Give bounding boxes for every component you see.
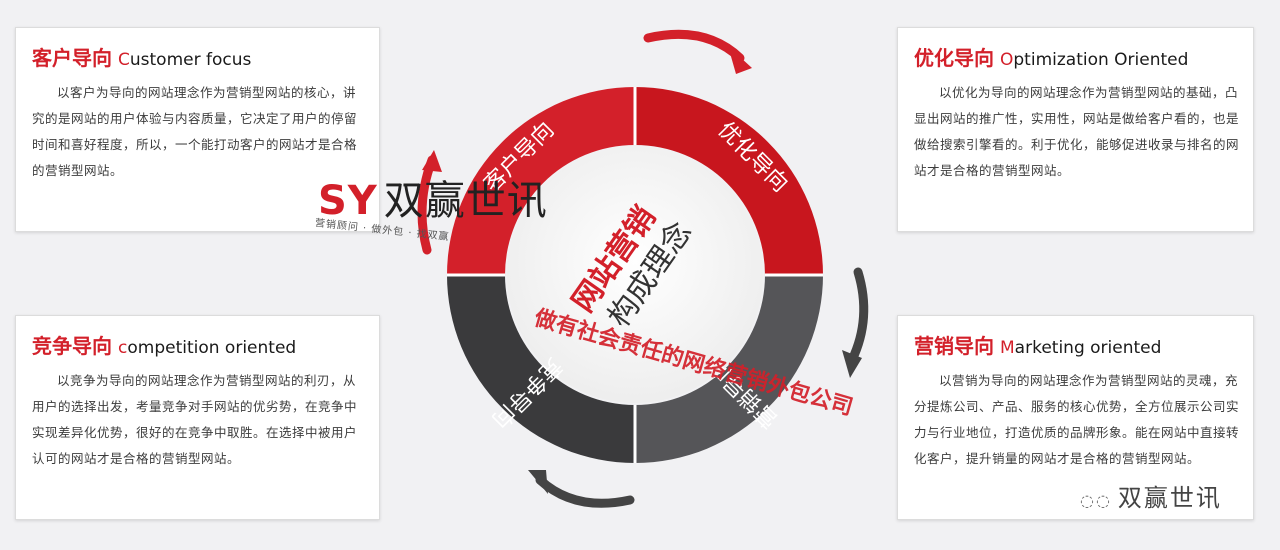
arrow-top: [643, 29, 745, 63]
watermark-brand: ◌◌ 双赢世讯: [1080, 478, 1222, 513]
cycle-arrows: [417, 29, 869, 508]
competition-oriented-card: 竞争导向 competition oriented 以竞争为导向的网站理念作为营销…: [15, 315, 380, 520]
optimization-oriented-body: 以优化为导向的网站理念作为营销型网站的基础，凸显出网站的推广性，实用性，网站是做…: [914, 85, 1240, 178]
customer-focus-title-en-rest: ustomer focus: [129, 50, 252, 70]
arrow-right-head: [842, 350, 862, 378]
optimization-oriented-title: 优化导向 Optimization Oriented: [914, 42, 1188, 71]
segment-marketing: [635, 275, 823, 463]
arrow-bottom: [535, 475, 635, 508]
marketing-oriented-title-en: Marketing oriented: [1000, 338, 1161, 358]
competition-oriented-title-en-rest: ompetition oriented: [127, 338, 297, 358]
customer-focus-body: 以客户为导向的网站理念作为营销型网站的核心，讲究的是网站的用户体验与内容质量，它…: [32, 85, 358, 178]
arrow-right: [847, 267, 869, 365]
watermark-logo-sy: SY: [318, 178, 378, 224]
arrow-left-head: [422, 150, 442, 172]
customer-focus-title-en: Customer focus: [118, 50, 251, 70]
customer-focus-title-en-cap: C: [118, 50, 130, 70]
segment-competition: [447, 275, 635, 463]
arrow-bottom-head: [528, 470, 548, 494]
competition-oriented-body: 以竞争为导向的网站理念作为营销型网站的利刃，从用户的选择出发，考量竞争对手网站的…: [32, 373, 358, 466]
competition-oriented-title-en-cap: c: [118, 338, 128, 358]
marketing-oriented-card: 营销导向 Marketing oriented 以营销为导向的网站理念作为营销型网…: [897, 315, 1254, 520]
marketing-oriented-title-en-rest: arketing oriented: [1014, 338, 1162, 358]
customer-focus-title: 客户导向 Customer focus: [32, 42, 251, 71]
customer-focus-title-zh: 客户导向: [32, 46, 112, 70]
customer-focus-card: 客户导向 Customer focus 以客户为导向的网站理念作为营销型网站的核心…: [15, 27, 380, 232]
watermark-logo-text: 双赢世讯: [383, 178, 548, 224]
marketing-oriented-title-en-cap: M: [1000, 338, 1015, 358]
optimization-oriented-title-zh: 优化导向: [914, 46, 994, 70]
segment-optimization: [635, 87, 823, 275]
optimization-oriented-title-en-cap: O: [1000, 50, 1014, 70]
optimization-oriented-card: 优化导向 Optimization Oriented 以优化为导向的网站理念作为营…: [897, 27, 1254, 232]
ring-center: [507, 147, 763, 403]
competition-oriented-title: 竞争导向 competition oriented: [32, 330, 296, 359]
ring-segments: [447, 87, 823, 463]
arrow-top-head: [728, 46, 752, 74]
optimization-oriented-title-en: Optimization Oriented: [1000, 50, 1188, 70]
marketing-oriented-body: 以营销为导向的网站理念作为营销型网站的灵魂，充分提炼公司、产品、服务的核心优势，…: [914, 373, 1240, 466]
watermark-brand-text: 双赢世讯: [1117, 484, 1222, 512]
wechat-icon: ◌◌: [1080, 491, 1112, 510]
competition-oriented-title-zh: 竞争导向: [32, 334, 112, 358]
marketing-oriented-title: 营销导向 Marketing oriented: [914, 330, 1161, 359]
segment-customer: [447, 87, 635, 275]
marketing-oriented-title-zh: 营销导向: [914, 334, 994, 358]
competition-oriented-title-en: competition oriented: [118, 338, 296, 358]
optimization-oriented-title-en-rest: ptimization Oriented: [1013, 50, 1189, 70]
